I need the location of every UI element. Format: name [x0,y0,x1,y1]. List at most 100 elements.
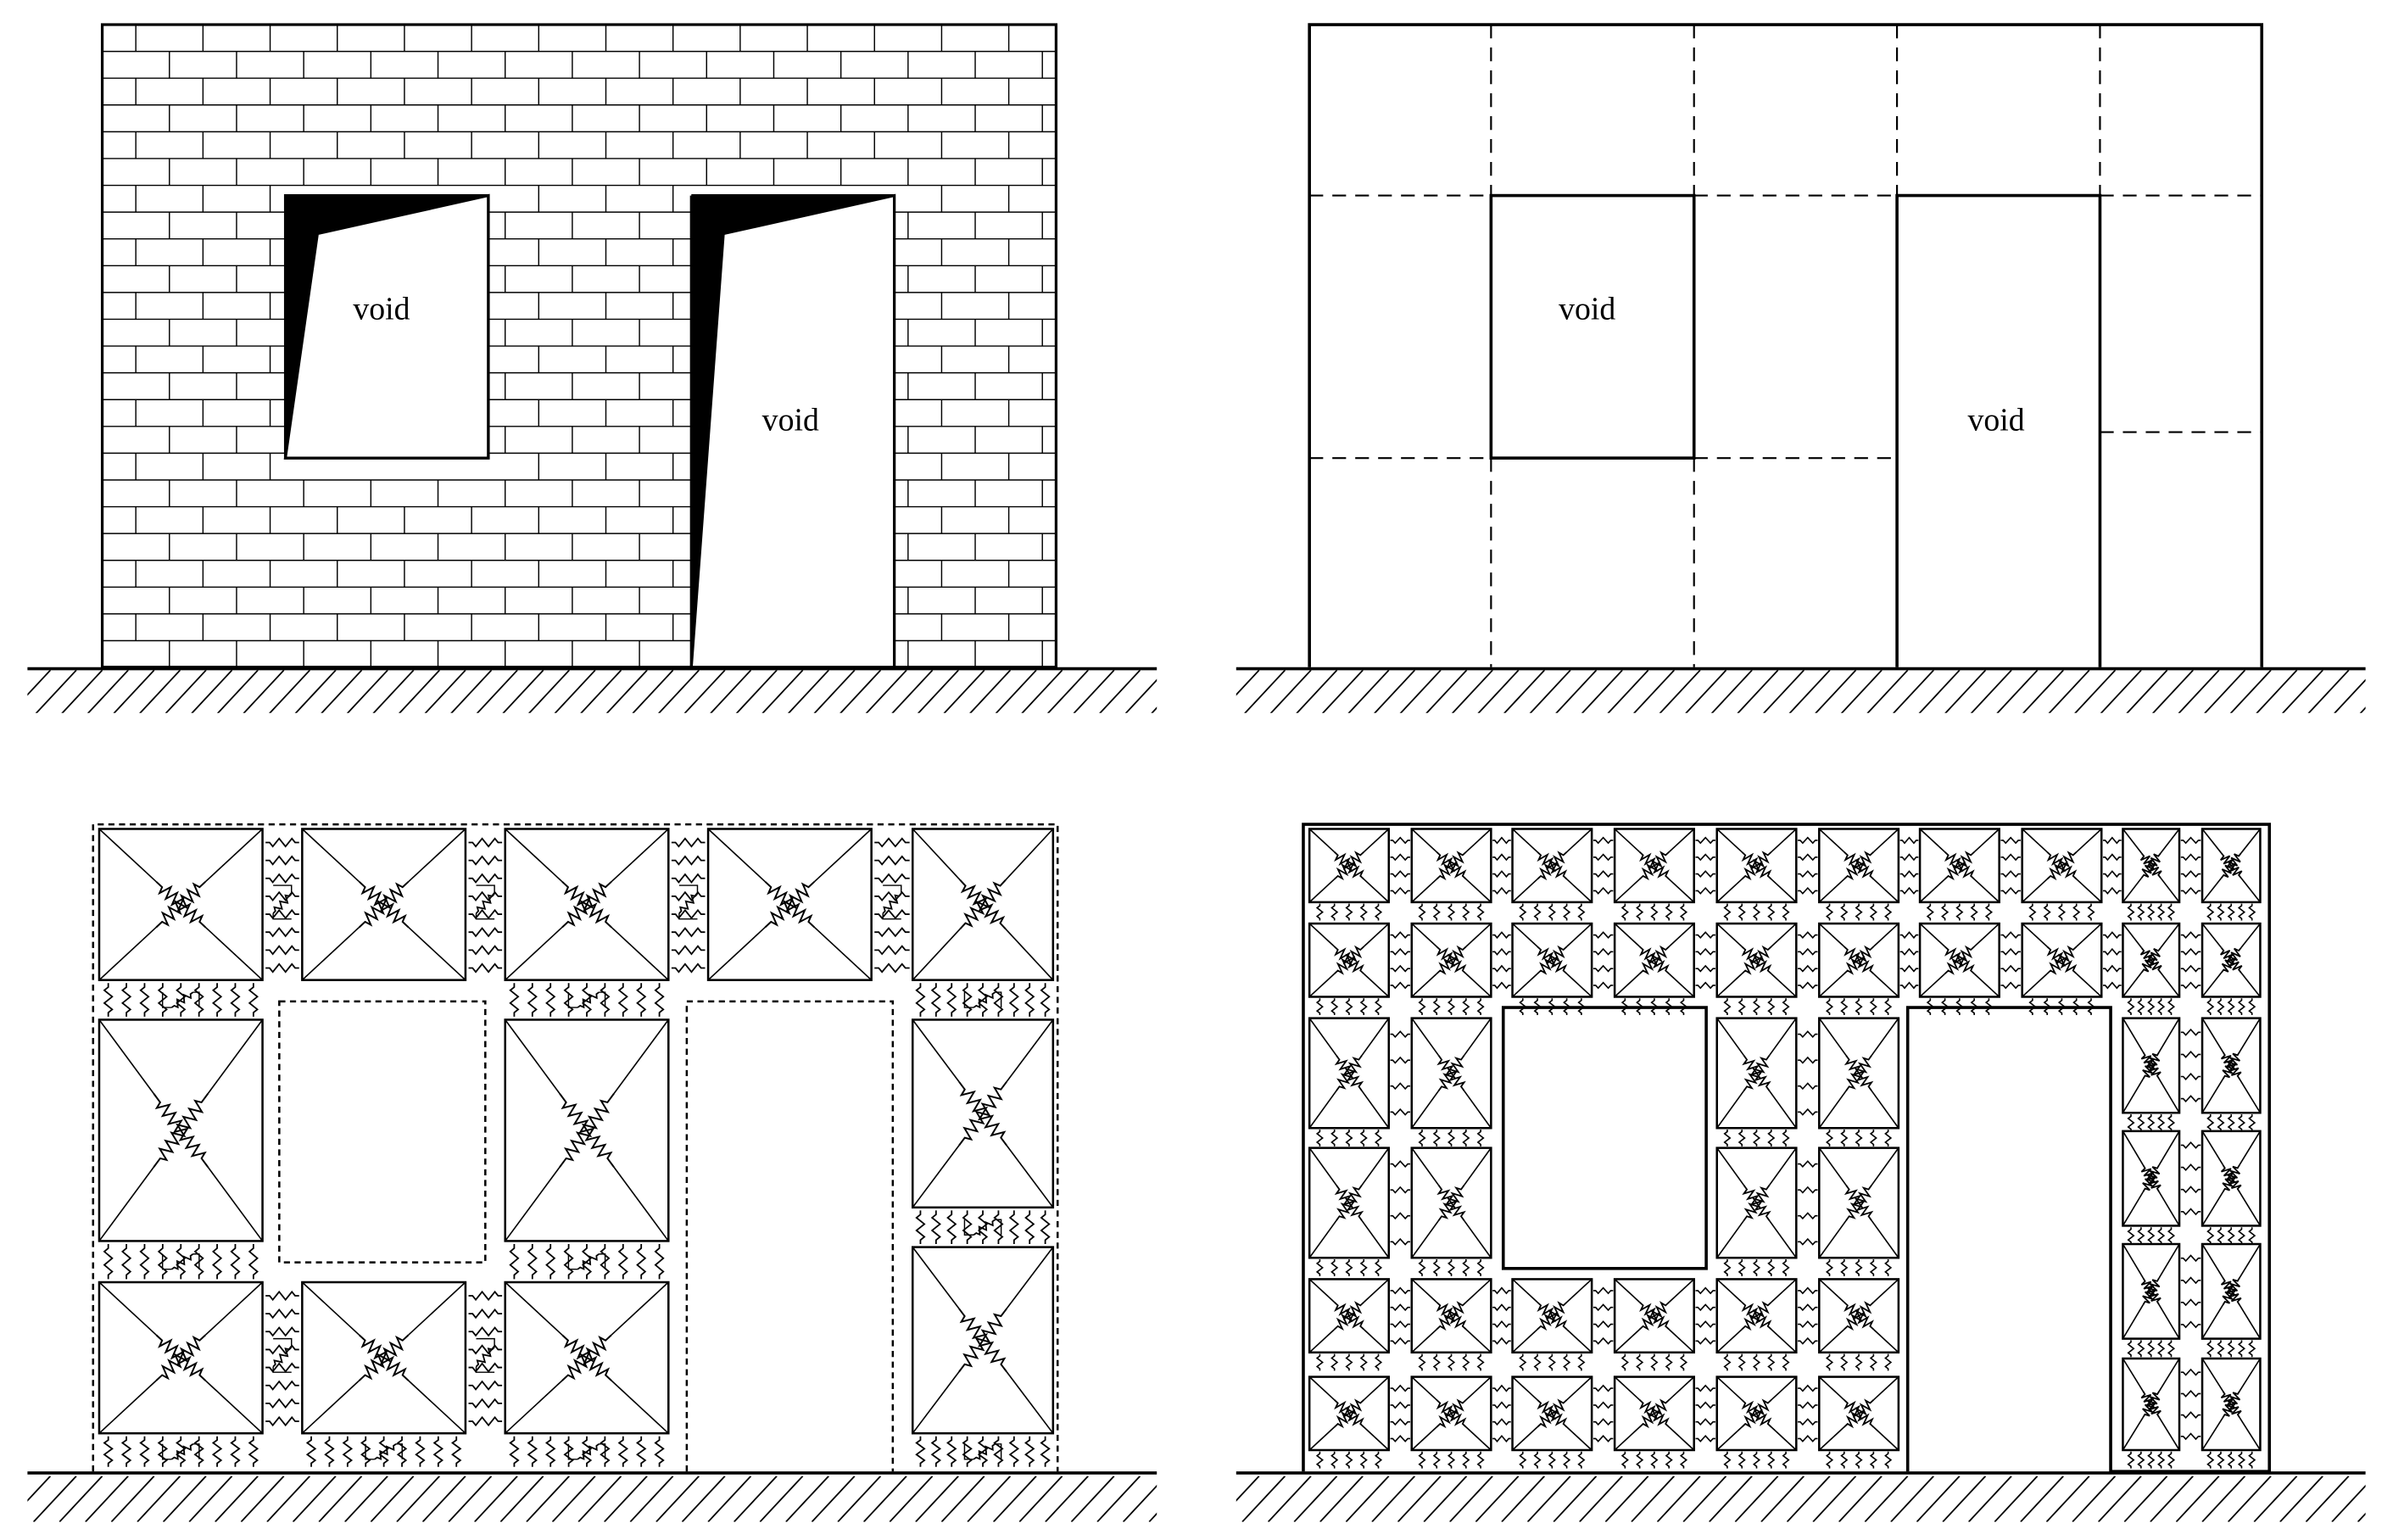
spring [1330,903,1339,921]
spring [2103,853,2122,862]
spring [1418,998,1426,1016]
diagonal-link [2201,972,2223,997]
spring [248,1436,259,1467]
hatch-stroke [2384,670,2393,716]
diagonal-link [2201,1191,2224,1226]
hatch-stroke [1477,670,1520,713]
diagonal-link [2160,972,2180,997]
element-outline [2021,828,2103,904]
spring [1798,947,1818,956]
spring [248,983,259,1017]
diagonal-link [301,1281,360,1336]
diagonal-link [204,1380,264,1434]
diagonal-link [2160,877,2180,903]
spring [1519,903,1527,921]
spring [2103,964,2122,973]
diagonal-link [2122,1078,2145,1113]
diagonal-link [1566,1278,1593,1303]
shear-spring [882,884,902,920]
shear-link [161,992,172,1008]
diagonal-link [2201,1130,2224,1166]
diagonal-link [1361,1090,1390,1129]
hatch-stroke [2175,1476,2220,1522]
hatch-stroke [32,1476,77,1522]
spring [1695,886,1715,895]
spring [2248,1451,2256,1469]
shear-zigzag [973,991,996,1009]
element-outline [1918,828,2000,904]
diagonal-spring [1741,945,1772,975]
hatch-stroke [2279,1476,2323,1522]
rigid-element [706,828,873,981]
diagonal-link [1973,828,2000,853]
spring [1855,1353,1863,1371]
shear-spring [475,1337,495,1373]
interface-springs [2206,1340,2256,1358]
spring [1447,903,1456,921]
spring [1798,1384,1818,1392]
spring [265,873,299,884]
hatch-stroke [2305,1476,2350,1522]
hatch-stroke [1555,670,1598,713]
diagonal-spring [1638,851,1670,881]
diagonal-link [2239,1018,2262,1052]
element-outline [1818,1375,1900,1452]
spring [1695,853,1715,862]
diagonal-link [1411,1278,1437,1303]
shear-spring [567,1253,606,1270]
door-crack-wedge [691,195,895,667]
diagonal-link [1308,828,1336,853]
spring [527,1244,538,1280]
fine-spring-element-model [1236,823,2366,1522]
rigid-element [2122,1242,2181,1340]
spring [1315,1130,1324,1147]
spring [1869,1259,1877,1276]
diagonal-link [2158,1358,2180,1392]
spring [1855,1130,1863,1147]
spring [1432,1130,1441,1147]
diagonal-link [1871,1018,1899,1057]
rigid-element [1918,922,2000,998]
diagonal-spring [1537,1398,1568,1429]
spring [1970,998,1978,1016]
diagonal-link [505,1166,561,1241]
spring [1315,998,1324,1016]
element-outline [2122,1017,2181,1114]
interface-springs [2000,836,2021,895]
hatch-stroke [1073,670,1115,713]
spring [1359,903,1368,921]
spring [977,983,989,1017]
diagonal-link [1566,879,1593,903]
rigid-element [2201,1130,2262,1227]
spring [1418,1130,1426,1147]
element-outline [1613,1278,1695,1354]
spring [1798,964,1818,973]
interface-springs [2206,998,2256,1016]
interface-springs [2180,1254,2201,1329]
hatch-stroke [1581,670,1623,713]
diagonal-link [2022,973,2048,998]
spring [468,1415,503,1427]
rigid-element [2122,1017,2181,1114]
interface-springs [509,1244,665,1280]
spring [1798,1237,1818,1246]
hatch-stroke [344,1476,388,1522]
hatch-stroke [967,1476,1012,1522]
hatch-stroke [1244,670,1286,713]
spring [1519,1451,1527,1469]
spring [930,1210,941,1245]
interface-springs [1315,1259,1383,1276]
spring [324,1436,335,1467]
interface-springs [1825,998,1893,1016]
spring [2180,1141,2201,1149]
interface-springs [1798,1286,1818,1345]
spring [1330,998,1339,1016]
hatch-stroke [2151,670,2194,713]
hatch-stroke [2048,670,2090,713]
interface-springs [2206,903,2256,921]
hatch-stroke [2281,670,2323,713]
rigid-element [1715,1375,1798,1452]
spring [2137,998,2145,1016]
hatch-stroke [1269,670,1312,713]
diagonal-link [2122,1417,2144,1451]
